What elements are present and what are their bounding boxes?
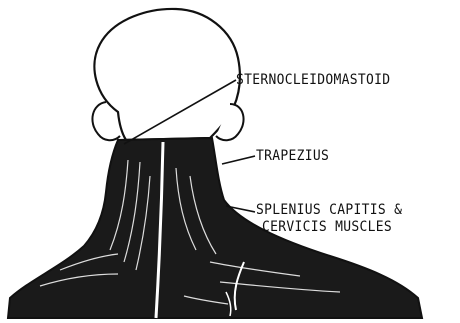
leader-line-trapezius (222, 156, 255, 164)
head-outline (94, 9, 239, 140)
label-sternocleidomastoid: STERNOCLEIDOMASTOID (236, 72, 390, 89)
label-splenius-line-1: SPLENIUS CAPITIS & (256, 202, 402, 219)
label-trapezius: TRAPEZIUS (256, 148, 329, 165)
label-splenius-line-2: CERVICIS MUSCLES (262, 219, 392, 236)
